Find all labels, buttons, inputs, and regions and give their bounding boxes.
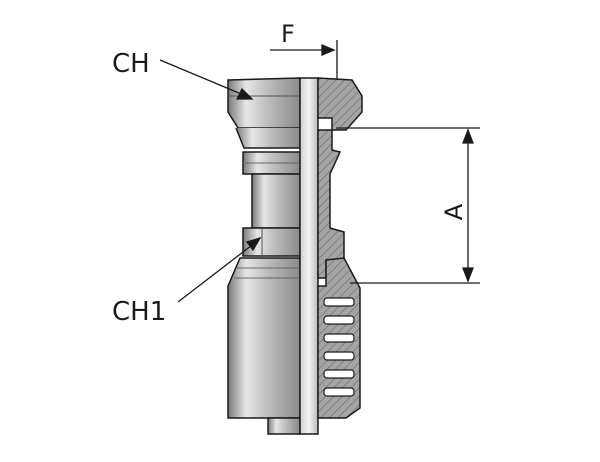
leader-ch1 (177, 236, 262, 303)
label-a: A (440, 203, 468, 220)
label-ch: CH (112, 49, 150, 79)
stem-end (267, 417, 301, 435)
swivel-nut (227, 77, 301, 129)
fitting-exterior (227, 77, 301, 435)
stem-bore (299, 77, 319, 435)
leader-ch (159, 59, 254, 100)
socket (227, 257, 301, 419)
label-f: F (281, 20, 295, 48)
neck (251, 173, 301, 229)
dimension-f (270, 40, 338, 80)
label-ch1: CH1 (112, 297, 166, 327)
dimension-a (336, 127, 480, 284)
socket-teeth (323, 297, 355, 397)
fitting-section (317, 77, 363, 419)
